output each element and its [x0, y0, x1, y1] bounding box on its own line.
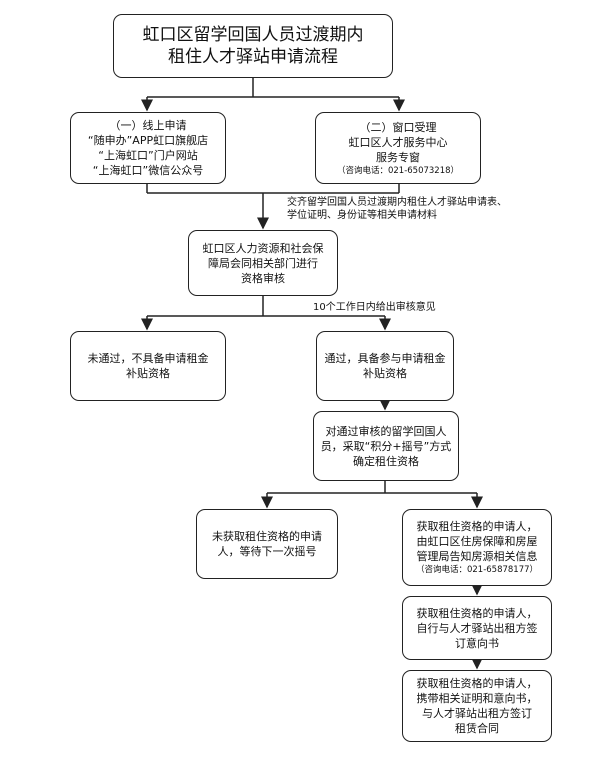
- sign-intent-line-3: 订意向书: [455, 636, 499, 650]
- sign-intent-box: 获取租住资格的申请人， 自行与人才驿站出租方签 订意向书: [402, 596, 552, 660]
- sign-lease-box: 获取租住资格的申请人， 携带相关证明和意向书， 与人才驿站出租方签订 租赁合同: [402, 670, 552, 742]
- online-channel-portal: “上海虹口”门户网站: [98, 149, 198, 162]
- sign-intent-line-2: 自行与人才驿站出租方签: [416, 621, 538, 635]
- won-line-2: 由虹口区住房保障和房屋: [416, 535, 538, 548]
- lottery-box: 对通过审核的留学回国人 员，采取“积分+摇号”方式 确定租住资格: [313, 411, 459, 481]
- online-application-box: （一）线上申请 “随申办”APP虹口旗舰店 “上海虹口”门户网站 “上海虹口”微…: [70, 112, 226, 184]
- sign-lease-line-1: 获取租住资格的申请人，: [416, 677, 538, 690]
- review-line-2: 障局会同相关部门进行: [208, 256, 318, 270]
- window-phone: （咨询电话：021-65073218）: [336, 165, 460, 176]
- won-line-3: 管理局告知房源相关信息: [416, 550, 538, 563]
- window-heading: （二）窗口受理: [359, 120, 437, 134]
- online-channel-app: “随申办”APP虹口旗舰店: [87, 134, 209, 147]
- window-counter: 服务专窗: [376, 150, 420, 164]
- pass-line-1: 通过，具备参与申请租金: [324, 352, 446, 365]
- pass-result-box: 通过，具备参与申请租金 补贴资格: [316, 331, 454, 401]
- online-heading: （一）线上申请: [109, 119, 187, 132]
- review-line-3: 资格审核: [241, 271, 285, 285]
- submit-materials-note: 交齐留学回国人员过渡期内租住人才驿站申请表、 学位证明、身份证等相关申请材料: [287, 196, 507, 222]
- review-deadline-note: 10个工作日内给出审核意见: [313, 301, 436, 314]
- fail-result-box: 未通过，不具备申请租金 补贴资格: [70, 331, 226, 401]
- won-box: 获取租住资格的申请人， 由虹口区住房保障和房屋 管理局告知房源相关信息 （咨询电…: [402, 509, 552, 586]
- title-line-1: 虹口区留学回国人员过渡期内: [142, 25, 364, 45]
- fail-line-2: 补贴资格: [126, 367, 170, 380]
- title-line-2: 租住人才驿站申请流程: [168, 47, 338, 67]
- sign-intent-line-1: 获取租住资格的申请人，: [416, 606, 538, 620]
- online-channel-wechat: “上海虹口”微信公众号: [92, 164, 204, 177]
- title-box: 虹口区留学回国人员过渡期内 租住人才驿站申请流程: [113, 14, 393, 78]
- not-won-line-2: 人，等待下一次摇号: [217, 545, 317, 558]
- won-line-1: 获取租住资格的申请人，: [416, 520, 538, 533]
- lottery-line-2: 员，采取“积分+摇号”方式: [320, 439, 452, 453]
- fail-line-1: 未通过，不具备申请租金: [87, 352, 209, 365]
- days-note-text: 10个工作日内给出审核意见: [313, 302, 436, 313]
- sign-lease-line-3: 与人才驿站出租方签订: [422, 707, 532, 720]
- review-line-1: 虹口区人力资源和社会保: [202, 241, 324, 255]
- window-center: 虹口区人才服务中心: [348, 135, 448, 149]
- submit-note-line-2: 学位证明、身份证等相关申请材料: [287, 210, 437, 221]
- lottery-line-3: 确定租住资格: [353, 454, 419, 468]
- sign-lease-line-2: 携带相关证明和意向书，: [416, 692, 538, 705]
- pass-line-2: 补贴资格: [363, 367, 407, 380]
- lottery-line-1: 对通过审核的留学回国人: [325, 424, 447, 438]
- won-phone: （咨询电话：021-65878177）: [415, 565, 539, 575]
- sign-lease-line-4: 租赁合同: [455, 722, 499, 735]
- window-application-box: （二）窗口受理 虹口区人才服务中心 服务专窗 （咨询电话：021-6507321…: [315, 112, 481, 184]
- not-won-box: 未获取租住资格的申请 人，等待下一次摇号: [196, 509, 338, 579]
- review-box: 虹口区人力资源和社会保 障局会同相关部门进行 资格审核: [188, 230, 338, 296]
- submit-note-line-1: 交齐留学回国人员过渡期内租住人才驿站申请表、: [287, 197, 507, 208]
- not-won-line-1: 未获取租住资格的申请: [212, 530, 322, 543]
